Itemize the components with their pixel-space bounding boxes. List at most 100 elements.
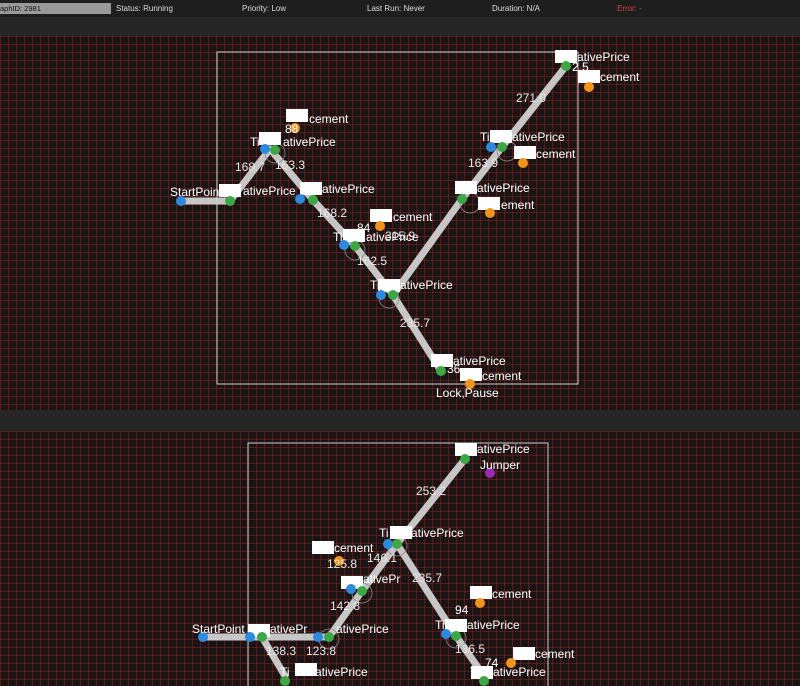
node-jumper[interactable] bbox=[485, 468, 495, 478]
edge-label: 235.7 bbox=[412, 571, 442, 585]
node-label: ativePrice bbox=[322, 182, 375, 196]
node-price[interactable] bbox=[280, 676, 290, 686]
node-placement[interactable] bbox=[334, 556, 344, 566]
node-price[interactable] bbox=[457, 194, 467, 204]
node-price[interactable] bbox=[392, 539, 402, 549]
node-time[interactable] bbox=[376, 290, 386, 300]
node-placement[interactable] bbox=[518, 158, 528, 168]
label-mask bbox=[295, 663, 317, 676]
node-label: cement bbox=[492, 587, 532, 601]
node-price[interactable] bbox=[270, 145, 280, 155]
label-mask bbox=[445, 619, 467, 632]
node-label: cement bbox=[393, 210, 433, 224]
node-price[interactable] bbox=[350, 241, 360, 251]
node-price[interactable] bbox=[388, 290, 398, 300]
node-label: Ti bbox=[370, 278, 380, 292]
label-mask bbox=[286, 109, 308, 122]
edge-line bbox=[358, 540, 401, 595]
node-price[interactable] bbox=[357, 586, 367, 596]
edge-label: 271.0 bbox=[516, 91, 546, 105]
node-label: ativePrice bbox=[453, 354, 506, 368]
node-time[interactable] bbox=[245, 632, 255, 642]
node-label: cement bbox=[536, 147, 576, 161]
graph-id-field[interactable]: aphID: 2981 bbox=[0, 3, 111, 14]
graph-svg-2: StartPoint ativePr 138.3 123.8 ativePric… bbox=[192, 442, 575, 686]
node-price[interactable] bbox=[324, 632, 334, 642]
edge-line bbox=[258, 633, 289, 680]
node-time[interactable] bbox=[441, 629, 451, 639]
node-price[interactable] bbox=[497, 142, 507, 152]
node-label: Ti bbox=[470, 665, 480, 679]
graph-nodes bbox=[176, 61, 594, 389]
node-price[interactable] bbox=[451, 631, 461, 641]
node-label: ativePr bbox=[270, 622, 307, 636]
node-time[interactable] bbox=[486, 142, 496, 152]
node-price[interactable] bbox=[561, 61, 571, 71]
edge-label: 162.5 bbox=[357, 254, 387, 268]
label-mask bbox=[312, 541, 334, 554]
node-price[interactable] bbox=[460, 454, 470, 464]
node-time[interactable] bbox=[260, 144, 270, 154]
priority-text: Priority: Low bbox=[242, 4, 287, 13]
edge-label: 168.7 bbox=[235, 160, 265, 174]
node-label: ativePr bbox=[363, 572, 400, 586]
node-label: Lock,Pause bbox=[436, 386, 499, 400]
node-placement[interactable] bbox=[290, 123, 300, 133]
panel-separator-top bbox=[0, 17, 800, 36]
node-price[interactable] bbox=[257, 632, 267, 642]
label-mask bbox=[490, 130, 512, 143]
edge-label: 123.8 bbox=[306, 644, 336, 658]
node-price[interactable] bbox=[308, 195, 318, 205]
node-price[interactable] bbox=[225, 196, 235, 206]
node-label: ativePrice bbox=[493, 665, 546, 679]
node-placement[interactable] bbox=[584, 82, 594, 92]
node-price[interactable] bbox=[479, 676, 489, 686]
label-masks bbox=[219, 50, 600, 381]
node-label: ativePrice bbox=[477, 442, 530, 456]
node-start[interactable] bbox=[198, 632, 208, 642]
graph-labels: StartPoint ativePrice ativePrice Ti ativ… bbox=[170, 50, 640, 400]
node-label: 2.5 bbox=[572, 60, 589, 74]
node-label: ativePrice bbox=[283, 135, 336, 149]
node-label: ativePrice bbox=[477, 181, 530, 195]
graph-canvas-1[interactable]: StartPoint ativePrice ativePrice Ti ativ… bbox=[0, 36, 800, 410]
node-label: ativePrice bbox=[315, 665, 368, 679]
node-label: ativePrice bbox=[243, 184, 296, 198]
graph-labels: StartPoint ativePr 138.3 123.8 ativePric… bbox=[192, 442, 575, 679]
edge-label: 235.7 bbox=[400, 316, 430, 330]
duration-text: Duration: N/A bbox=[492, 4, 541, 13]
graph-canvas-2[interactable]: StartPoint ativePr 138.3 123.8 ativePric… bbox=[0, 431, 800, 686]
node-placement[interactable] bbox=[375, 221, 385, 231]
node-time[interactable] bbox=[383, 539, 393, 549]
label-mask bbox=[455, 181, 477, 194]
node-time[interactable] bbox=[339, 240, 349, 250]
edge-label: 125.8 bbox=[327, 557, 357, 571]
node-start[interactable] bbox=[176, 196, 186, 206]
label-mask bbox=[259, 132, 281, 145]
edge-label: 163.3 bbox=[275, 158, 305, 172]
node-price[interactable] bbox=[436, 366, 446, 376]
node-placement[interactable] bbox=[465, 379, 475, 389]
node-time[interactable] bbox=[295, 194, 305, 204]
label-mask bbox=[219, 184, 241, 197]
node-time[interactable] bbox=[313, 632, 323, 642]
label-mask bbox=[300, 182, 322, 195]
edge-label: 146.1 bbox=[367, 551, 397, 565]
node-label: cement bbox=[535, 647, 575, 661]
node-placement[interactable] bbox=[506, 658, 516, 668]
label-masks bbox=[248, 443, 535, 679]
node-label: cement bbox=[334, 541, 374, 555]
error-text: Error: - bbox=[617, 4, 642, 13]
edge-label: 253.2 bbox=[416, 484, 446, 498]
graph-id-text: aphID: 2981 bbox=[0, 4, 41, 13]
node-time[interactable] bbox=[346, 584, 356, 594]
edge-line bbox=[325, 587, 366, 641]
label-mask bbox=[370, 209, 392, 222]
node-label: ativePrice bbox=[467, 618, 520, 632]
node-label: 94 bbox=[455, 603, 469, 617]
edge-line bbox=[498, 62, 570, 151]
label-mask bbox=[555, 50, 577, 63]
label-mask bbox=[378, 279, 400, 292]
node-placement[interactable] bbox=[485, 208, 495, 218]
node-placement[interactable] bbox=[475, 598, 485, 608]
